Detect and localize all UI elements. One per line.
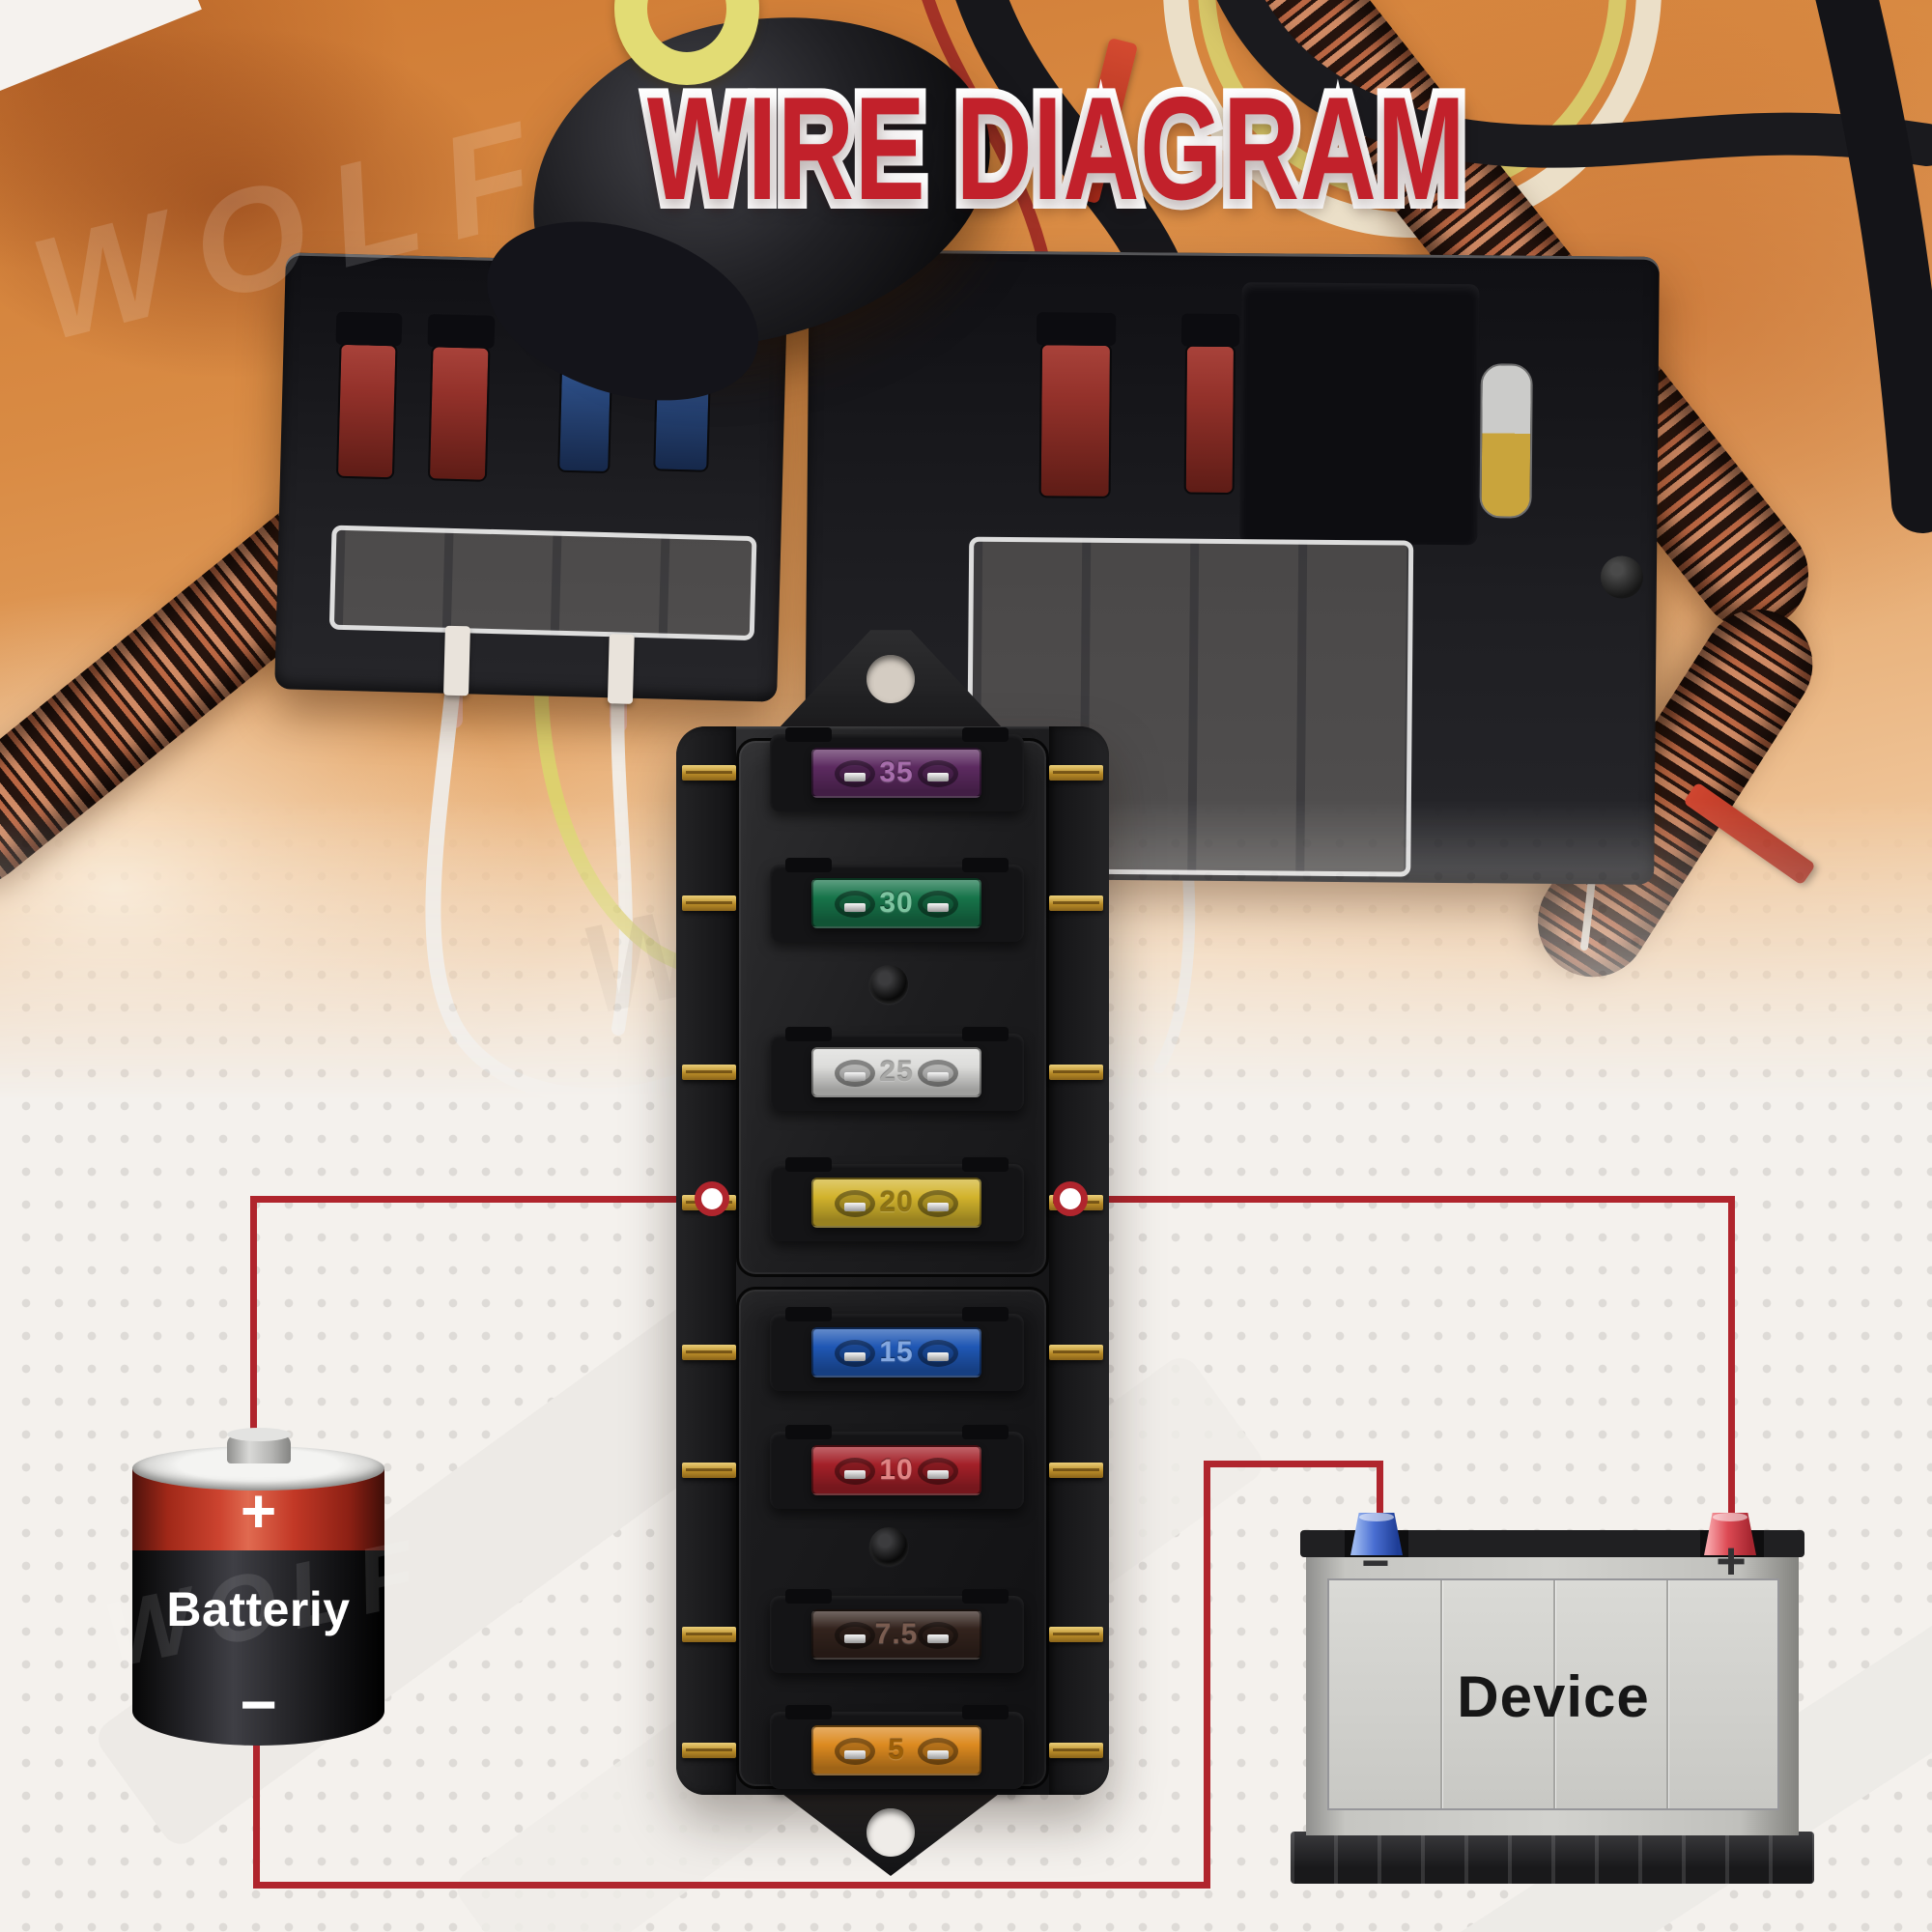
fuse-contact-right (918, 1458, 958, 1485)
wire-output-vertical (1728, 1196, 1735, 1524)
terminal-blade-right (1049, 1627, 1103, 1642)
battery-positive-terminal (227, 1428, 291, 1463)
fuse-contact-left (835, 1190, 875, 1217)
fuse-block: 35 30 25 (676, 726, 1109, 1795)
wire-battery-positive-horizontal (250, 1196, 714, 1203)
fuse-contact-left (835, 1738, 875, 1765)
terminal-blade-left (682, 1065, 736, 1080)
connection-point-left (695, 1181, 729, 1216)
fuse-row: 20 (676, 1157, 1109, 1241)
photo-fuse-red (335, 342, 398, 480)
wire-ground-top (1204, 1461, 1383, 1467)
photo-screw (1600, 555, 1644, 599)
fuse-contact-right (918, 760, 958, 787)
device-minus-symbol: − (1361, 1536, 1390, 1590)
fuse-25a: 25 (811, 1047, 981, 1097)
wire-ground-vertical (253, 1734, 260, 1889)
battery-label: Batteriy (166, 1582, 351, 1636)
fuse-row: 15 (676, 1307, 1109, 1391)
connection-point-right (1053, 1181, 1088, 1216)
terminal-blade-right (1049, 1345, 1103, 1360)
fuse-amp-label: 20 (879, 1186, 914, 1218)
mounting-hole-top (867, 655, 915, 703)
fuse-30a: 30 (811, 878, 981, 928)
terminal-blade-left (682, 1345, 736, 1360)
fuse-row: 7.5 (676, 1589, 1109, 1673)
device-panel (1327, 1578, 1779, 1810)
fuse-contact-right (918, 1060, 958, 1087)
fuse-contact-right (918, 891, 958, 918)
photo-terminal (443, 625, 470, 696)
wire-ground-riser (1204, 1461, 1210, 1889)
fuse-contact-right (918, 1738, 958, 1765)
fuse-10a: 10 (811, 1445, 981, 1495)
device-base (1291, 1832, 1814, 1884)
fuse-contact-left (835, 1458, 875, 1485)
fuse-contact-right (918, 1622, 958, 1649)
fuse-contact-right (918, 1190, 958, 1217)
fuse-amp-label: 35 (879, 756, 914, 788)
fuse-row: 30 (676, 858, 1109, 942)
wire-ground-drop (1377, 1461, 1383, 1528)
screw-hole (869, 1527, 908, 1566)
device-negative-terminal (1350, 1513, 1403, 1555)
screw-hole (869, 965, 908, 1004)
fuse-row: 35 (676, 727, 1109, 811)
terminal-blade-left (682, 895, 736, 911)
fuse-5a: 5 (811, 1725, 981, 1776)
mounting-hole-bottom (867, 1808, 915, 1857)
fuse-row: 25 (676, 1027, 1109, 1111)
fuse-amp-label: 7.5 (874, 1618, 919, 1650)
device-cell-divider (1440, 1580, 1442, 1808)
fuse-contact-right (918, 1340, 958, 1367)
device-cell-divider (1666, 1580, 1668, 1808)
fuse-row: 10 (676, 1425, 1109, 1509)
photo-glass-fuse (1479, 363, 1533, 519)
battery: WOLF + Batteriy − (96, 1428, 438, 1746)
fuse-20a: 20 (811, 1178, 981, 1228)
wire-output-horizontal (1068, 1196, 1735, 1203)
fuse-contact-left (835, 760, 875, 787)
fuse-7-5a: 7.5 (811, 1609, 981, 1660)
photo-clear-cover (328, 525, 757, 641)
terminal-blade-right (1049, 895, 1103, 911)
battery-plus-symbol: + (240, 1476, 277, 1546)
wire-ground-horizontal (253, 1882, 1210, 1889)
fuse-15a: 15 (811, 1327, 981, 1378)
terminal-blade-right (1049, 765, 1103, 781)
fuse-contact-left (835, 1622, 875, 1649)
terminal-blade-right (1049, 1743, 1103, 1758)
device-cell-divider (1553, 1580, 1555, 1808)
photo-relay (1239, 282, 1480, 546)
fuse-amp-label: 30 (879, 887, 914, 919)
fuse-35a: 35 (811, 748, 981, 798)
fuse-contact-left (835, 891, 875, 918)
photo-fuse-red (1038, 343, 1113, 498)
fuse-amp-label: 15 (879, 1336, 914, 1368)
battery-black-band (132, 1550, 384, 1746)
terminal-blade-left (682, 1743, 736, 1758)
fuse-amp-label: 25 (879, 1056, 914, 1088)
wire-battery-positive-vertical (250, 1196, 257, 1452)
page-title: WIRE DIAGRAM (647, 70, 1466, 228)
photo-fuse-red (1183, 344, 1236, 496)
terminal-blade-left (682, 765, 736, 781)
fuse-row: 5 (676, 1705, 1109, 1789)
device-label: Device (1457, 1664, 1650, 1729)
terminal-blade-right (1049, 1065, 1103, 1080)
device-positive-terminal (1704, 1513, 1756, 1555)
fuse-amp-label: 10 (879, 1454, 914, 1486)
terminal-blade-right (1049, 1463, 1103, 1478)
photo-fuse-red (427, 345, 491, 482)
title-wrap: WIRE DIAGRAM (488, 70, 1466, 228)
fuse-contact-left (835, 1060, 875, 1087)
terminal-blade-left (682, 1463, 736, 1478)
fuse-contact-left (835, 1340, 875, 1367)
battery-minus-symbol: − (240, 1668, 277, 1740)
photo-terminal (607, 634, 635, 704)
device-plus-symbol: + (1716, 1532, 1747, 1590)
fuse-amp-label: 5 (888, 1734, 905, 1766)
terminal-blade-left (682, 1627, 736, 1642)
